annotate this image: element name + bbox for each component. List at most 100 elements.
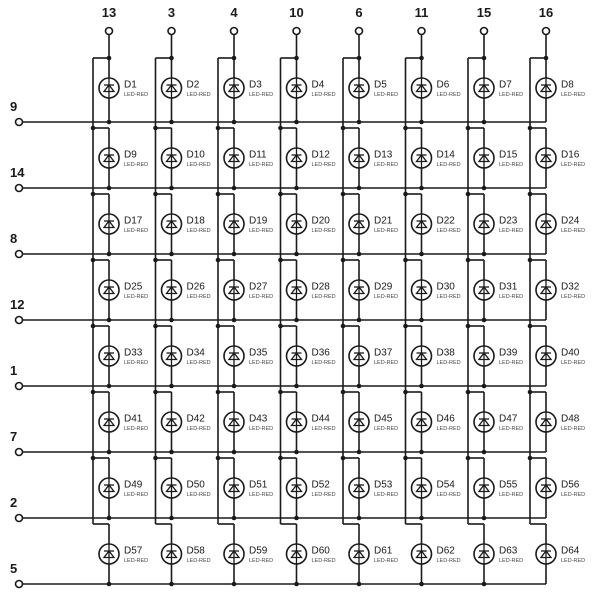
led-designator: D35 xyxy=(249,348,268,359)
led-designator: D55 xyxy=(499,480,518,491)
junction-dot xyxy=(169,449,174,455)
led-type-label: LED-RED xyxy=(374,228,398,234)
junction-dot xyxy=(153,389,158,395)
row-pin-terminal[interactable] xyxy=(14,447,24,457)
junction-dot xyxy=(169,119,174,125)
row-pin-terminal[interactable] xyxy=(14,513,24,523)
led-type-label: LED-RED xyxy=(187,228,211,234)
led-designator: D47 xyxy=(499,414,518,425)
junction-dot xyxy=(356,449,362,455)
row-pin-terminal[interactable] xyxy=(14,183,24,193)
row-pin-terminal[interactable] xyxy=(14,381,24,391)
row-pin-terminal[interactable] xyxy=(14,117,24,127)
column-pin-terminal[interactable] xyxy=(229,26,239,36)
column-pin-terminal[interactable] xyxy=(417,26,426,36)
junction-dot xyxy=(356,185,362,191)
led-designator: D15 xyxy=(499,150,518,161)
led-designator: D49 xyxy=(124,480,143,491)
row-pin-terminal[interactable] xyxy=(14,249,24,259)
junction-dot xyxy=(278,125,283,131)
led-designator: D14 xyxy=(437,150,456,161)
junction-dot xyxy=(481,581,487,587)
row-pin-terminal[interactable] xyxy=(14,579,24,589)
led-type-label: LED-RED xyxy=(124,426,148,432)
wires xyxy=(21,34,549,587)
junction-dot xyxy=(215,125,221,131)
led-designator: D12 xyxy=(312,150,331,161)
led-designator: D2 xyxy=(187,80,200,91)
led-designator: D22 xyxy=(437,216,456,227)
led-designator: D42 xyxy=(187,414,206,425)
column-pin-terminal[interactable] xyxy=(354,26,364,36)
led-designator: D26 xyxy=(187,282,206,293)
row-pin-label: 7 xyxy=(10,429,17,444)
led-designator: D20 xyxy=(312,216,331,227)
junction-dot xyxy=(465,389,471,395)
junction-dot xyxy=(527,323,533,329)
led-designator: D34 xyxy=(187,348,206,359)
led-type-label: LED-RED xyxy=(374,426,398,432)
led-designator: D33 xyxy=(124,348,143,359)
led-type-label: LED-RED xyxy=(437,558,461,564)
junction-dot xyxy=(465,323,471,329)
led-type-label: LED-RED xyxy=(249,294,273,300)
led-designator: D62 xyxy=(437,546,456,557)
column-pin-terminal[interactable] xyxy=(541,26,551,36)
led-designator: D40 xyxy=(561,348,580,359)
junction-dot xyxy=(403,323,408,329)
junction-dot xyxy=(481,119,487,125)
column-pin-terminal[interactable] xyxy=(292,26,301,36)
junction-dot xyxy=(356,383,362,389)
junction-dot xyxy=(403,389,408,395)
row-pin-terminal[interactable] xyxy=(14,315,24,325)
junction-dot xyxy=(356,317,362,323)
column-pin-terminal[interactable] xyxy=(479,26,489,36)
led-designator: D1 xyxy=(124,80,137,91)
led-type-label: LED-RED xyxy=(249,228,273,234)
junction-dot xyxy=(481,185,487,191)
column-pin-label: 13 xyxy=(102,5,116,20)
junction-dot xyxy=(294,317,299,323)
led-type-label: LED-RED xyxy=(124,228,148,234)
led-designator: D21 xyxy=(374,216,393,227)
junction-dot xyxy=(294,251,299,257)
led-type-label: LED-RED xyxy=(437,360,461,366)
led-type-label: LED-RED xyxy=(312,294,336,300)
led-designator: D48 xyxy=(561,414,580,425)
column-pin-terminal[interactable] xyxy=(104,26,114,36)
led-designator: D51 xyxy=(249,480,268,491)
led-designator: D39 xyxy=(499,348,518,359)
led-type-label: LED-RED xyxy=(561,162,585,168)
led-type-label: LED-RED xyxy=(249,492,273,498)
row-pin-label: 1 xyxy=(10,363,17,378)
junction-dot xyxy=(481,515,487,521)
column-pin-terminal[interactable] xyxy=(167,26,176,36)
led-designator: D53 xyxy=(374,480,393,491)
junction-dot xyxy=(403,191,408,197)
junction-dot xyxy=(90,389,96,395)
led-designator: D16 xyxy=(561,150,580,161)
led-type-label: LED-RED xyxy=(124,492,148,498)
junction-dot xyxy=(481,383,487,389)
led-designator: D63 xyxy=(499,546,518,557)
column-pin-label: 10 xyxy=(289,5,303,20)
led-designator: D7 xyxy=(499,80,512,91)
row-pin-label: 2 xyxy=(10,495,17,510)
